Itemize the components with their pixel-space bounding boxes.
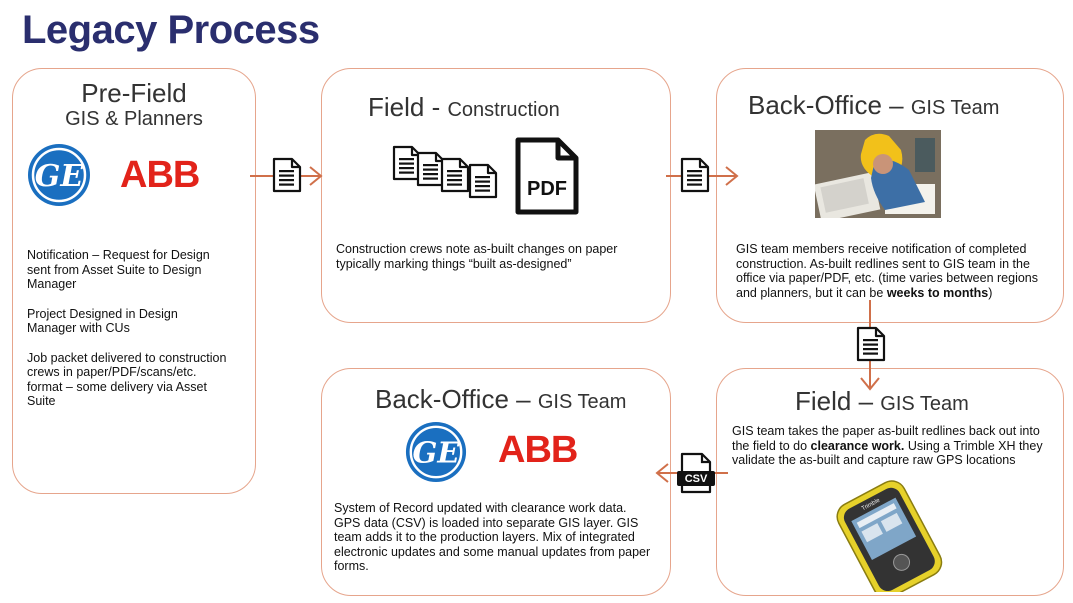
csv-file-icon [677, 452, 715, 494]
heading-main: Back-Office [748, 90, 882, 120]
heading-sub: GIS Team [537, 391, 627, 413]
back-office-bottom-text: System of Record updated with clearance … [334, 501, 651, 573]
field-construction-heading: Field - Construction [368, 92, 560, 123]
abb-logo: ABB [498, 429, 578, 471]
document-icon [680, 157, 710, 193]
office-worker-photo [815, 130, 941, 218]
heading-main: Field [368, 92, 425, 122]
ge-logo [404, 420, 468, 484]
document-icon [272, 157, 302, 193]
pre-field-paragraph: Job packet delivered to construction cre… [27, 350, 227, 409]
back-office-top-heading: Back-Office – GIS Team [748, 90, 999, 121]
document-icon [856, 326, 886, 362]
pre-field-paragraph: Project Designed in Design Manager with … [27, 306, 178, 336]
document-stack-icon [392, 145, 498, 199]
pdf-icon [515, 137, 579, 215]
trimble-device-image: Trimble [836, 480, 943, 592]
heading-sub: GIS Team [910, 97, 1000, 119]
heading-main: Field [795, 386, 852, 416]
abb-logo: ABB [120, 154, 200, 196]
pre-field-text: Notification – Request for Design sent f… [27, 248, 227, 424]
field-gis-heading: Field – GIS Team [795, 386, 969, 417]
ge-logo [26, 142, 92, 208]
heading-sub: GIS Team [880, 393, 969, 415]
back-office-top-text: GIS team members receive notification of… [736, 242, 1038, 300]
page-title: Legacy Process [22, 8, 320, 52]
back-office-bottom-heading: Back-Office – GIS Team [375, 384, 626, 415]
pre-field-subheading: GIS & Planners [65, 108, 203, 130]
heading-dash: – [508, 384, 538, 414]
pre-field-box [12, 68, 256, 494]
pdf-label: PDF [527, 178, 567, 200]
field-construction-text: Construction crews note as-built changes… [336, 242, 618, 271]
heading-dash: – [881, 90, 911, 120]
pre-field-paragraph: Notification – Request for Design sent f… [27, 248, 210, 291]
pre-field-heading: Pre-Field [81, 78, 187, 108]
csv-label: CSV [684, 473, 708, 485]
field-gis-text: GIS team takes the paper as-built redlin… [732, 424, 1043, 467]
heading-sub: Construction [447, 99, 560, 121]
back-office-bottom-box [321, 368, 671, 596]
heading-main: Back-Office [375, 384, 509, 414]
heading-dash: – [851, 386, 881, 416]
heading-dash: - [424, 92, 448, 122]
